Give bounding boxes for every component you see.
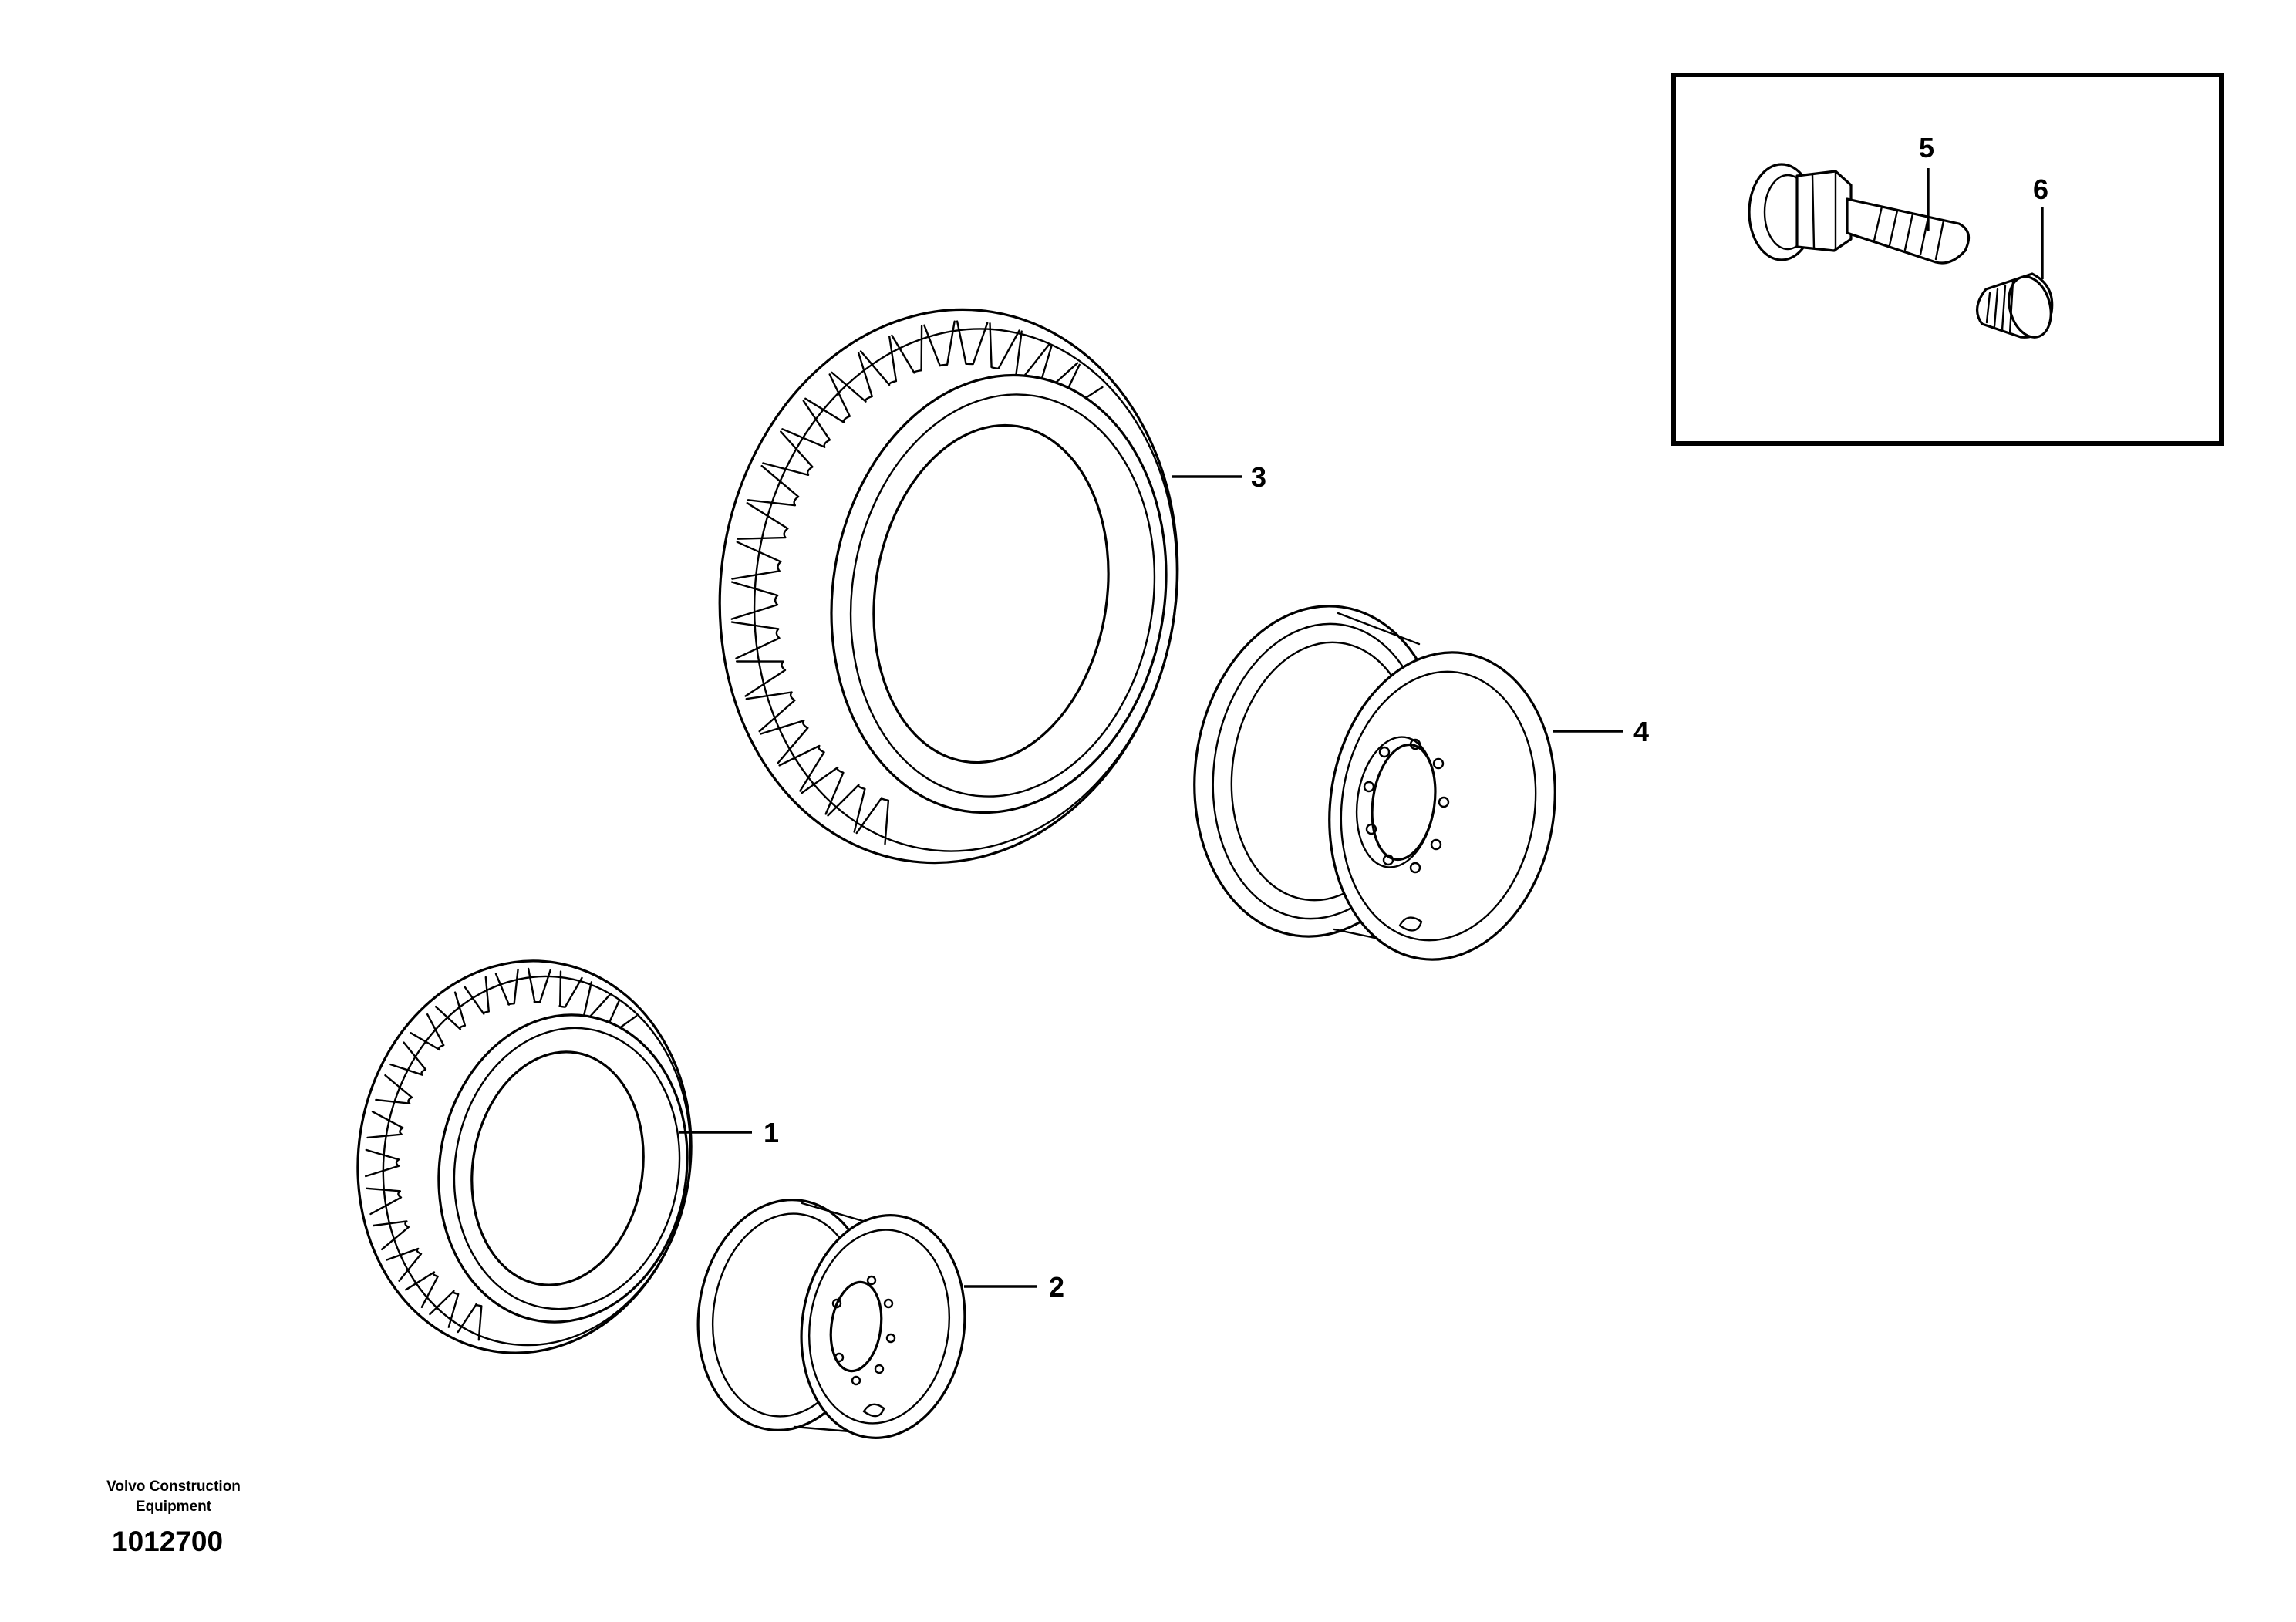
manufacturer-name: Volvo Construction Equipment (73, 1477, 274, 1517)
tread-lug (527, 967, 551, 1003)
tread-lug (737, 502, 789, 540)
tread-lug (801, 766, 845, 815)
tread-lug (366, 1111, 404, 1139)
tread-lug (410, 1013, 445, 1051)
tread-lug (730, 621, 781, 659)
tread-lug (747, 464, 800, 507)
wheel-bolt (1748, 163, 1971, 265)
callout-5: 5 (1919, 132, 1934, 164)
tread-lug (778, 744, 825, 792)
tread-lug (457, 1303, 483, 1341)
detail-frame (1671, 73, 2224, 446)
manufacturer-line-2: Equipment (135, 1499, 212, 1515)
tread-lug (745, 691, 796, 733)
tread-lug (730, 581, 779, 620)
valve-cap (1976, 272, 2054, 339)
tread-lug (781, 400, 831, 448)
tread-lug (989, 322, 1020, 369)
tread-lug (855, 797, 890, 845)
callout-2: 2 (1049, 1271, 1064, 1303)
small-rim (696, 1199, 966, 1439)
callouts: 3 4 1 2 5 6 (764, 132, 2048, 1303)
manufacturer-line-1: Volvo Construction (106, 1479, 241, 1495)
tread-lug (434, 991, 467, 1030)
tread-lug (429, 1290, 460, 1328)
tread-lug (891, 325, 923, 374)
tread-lug (558, 970, 583, 1008)
tread-lug (859, 336, 898, 386)
leader-lines (679, 168, 2044, 1288)
tread-lug (760, 720, 809, 764)
tread-lug (373, 1220, 410, 1250)
tread-lug (365, 1148, 400, 1178)
tread-lug (804, 373, 851, 423)
tread-lug (464, 976, 490, 1015)
drawing-number: 1012700 (112, 1526, 224, 1557)
tread-lug (386, 1247, 423, 1282)
callout-1: 1 (764, 1117, 779, 1148)
large-tire (718, 308, 1179, 865)
tread-lug (494, 968, 519, 1006)
callout-3: 3 (1251, 461, 1266, 493)
small-tire (356, 959, 693, 1354)
tread-lug (366, 1187, 403, 1216)
tread-lug (736, 660, 787, 697)
large-rim (1193, 605, 1556, 961)
drawing-footer: Volvo Construction Equipment 1012700 (73, 1477, 274, 1559)
callout-6: 6 (2033, 174, 2048, 205)
tread-lug (405, 1271, 439, 1308)
callout-4: 4 (1633, 716, 1649, 747)
tread-lug (956, 320, 989, 366)
tread-lug (762, 430, 814, 476)
tread-lug (375, 1074, 413, 1104)
tread-lug (827, 784, 866, 833)
tread-lug (389, 1041, 427, 1076)
tread-lug (923, 320, 956, 367)
tread-lug (731, 541, 782, 580)
tread-lug (831, 352, 873, 403)
